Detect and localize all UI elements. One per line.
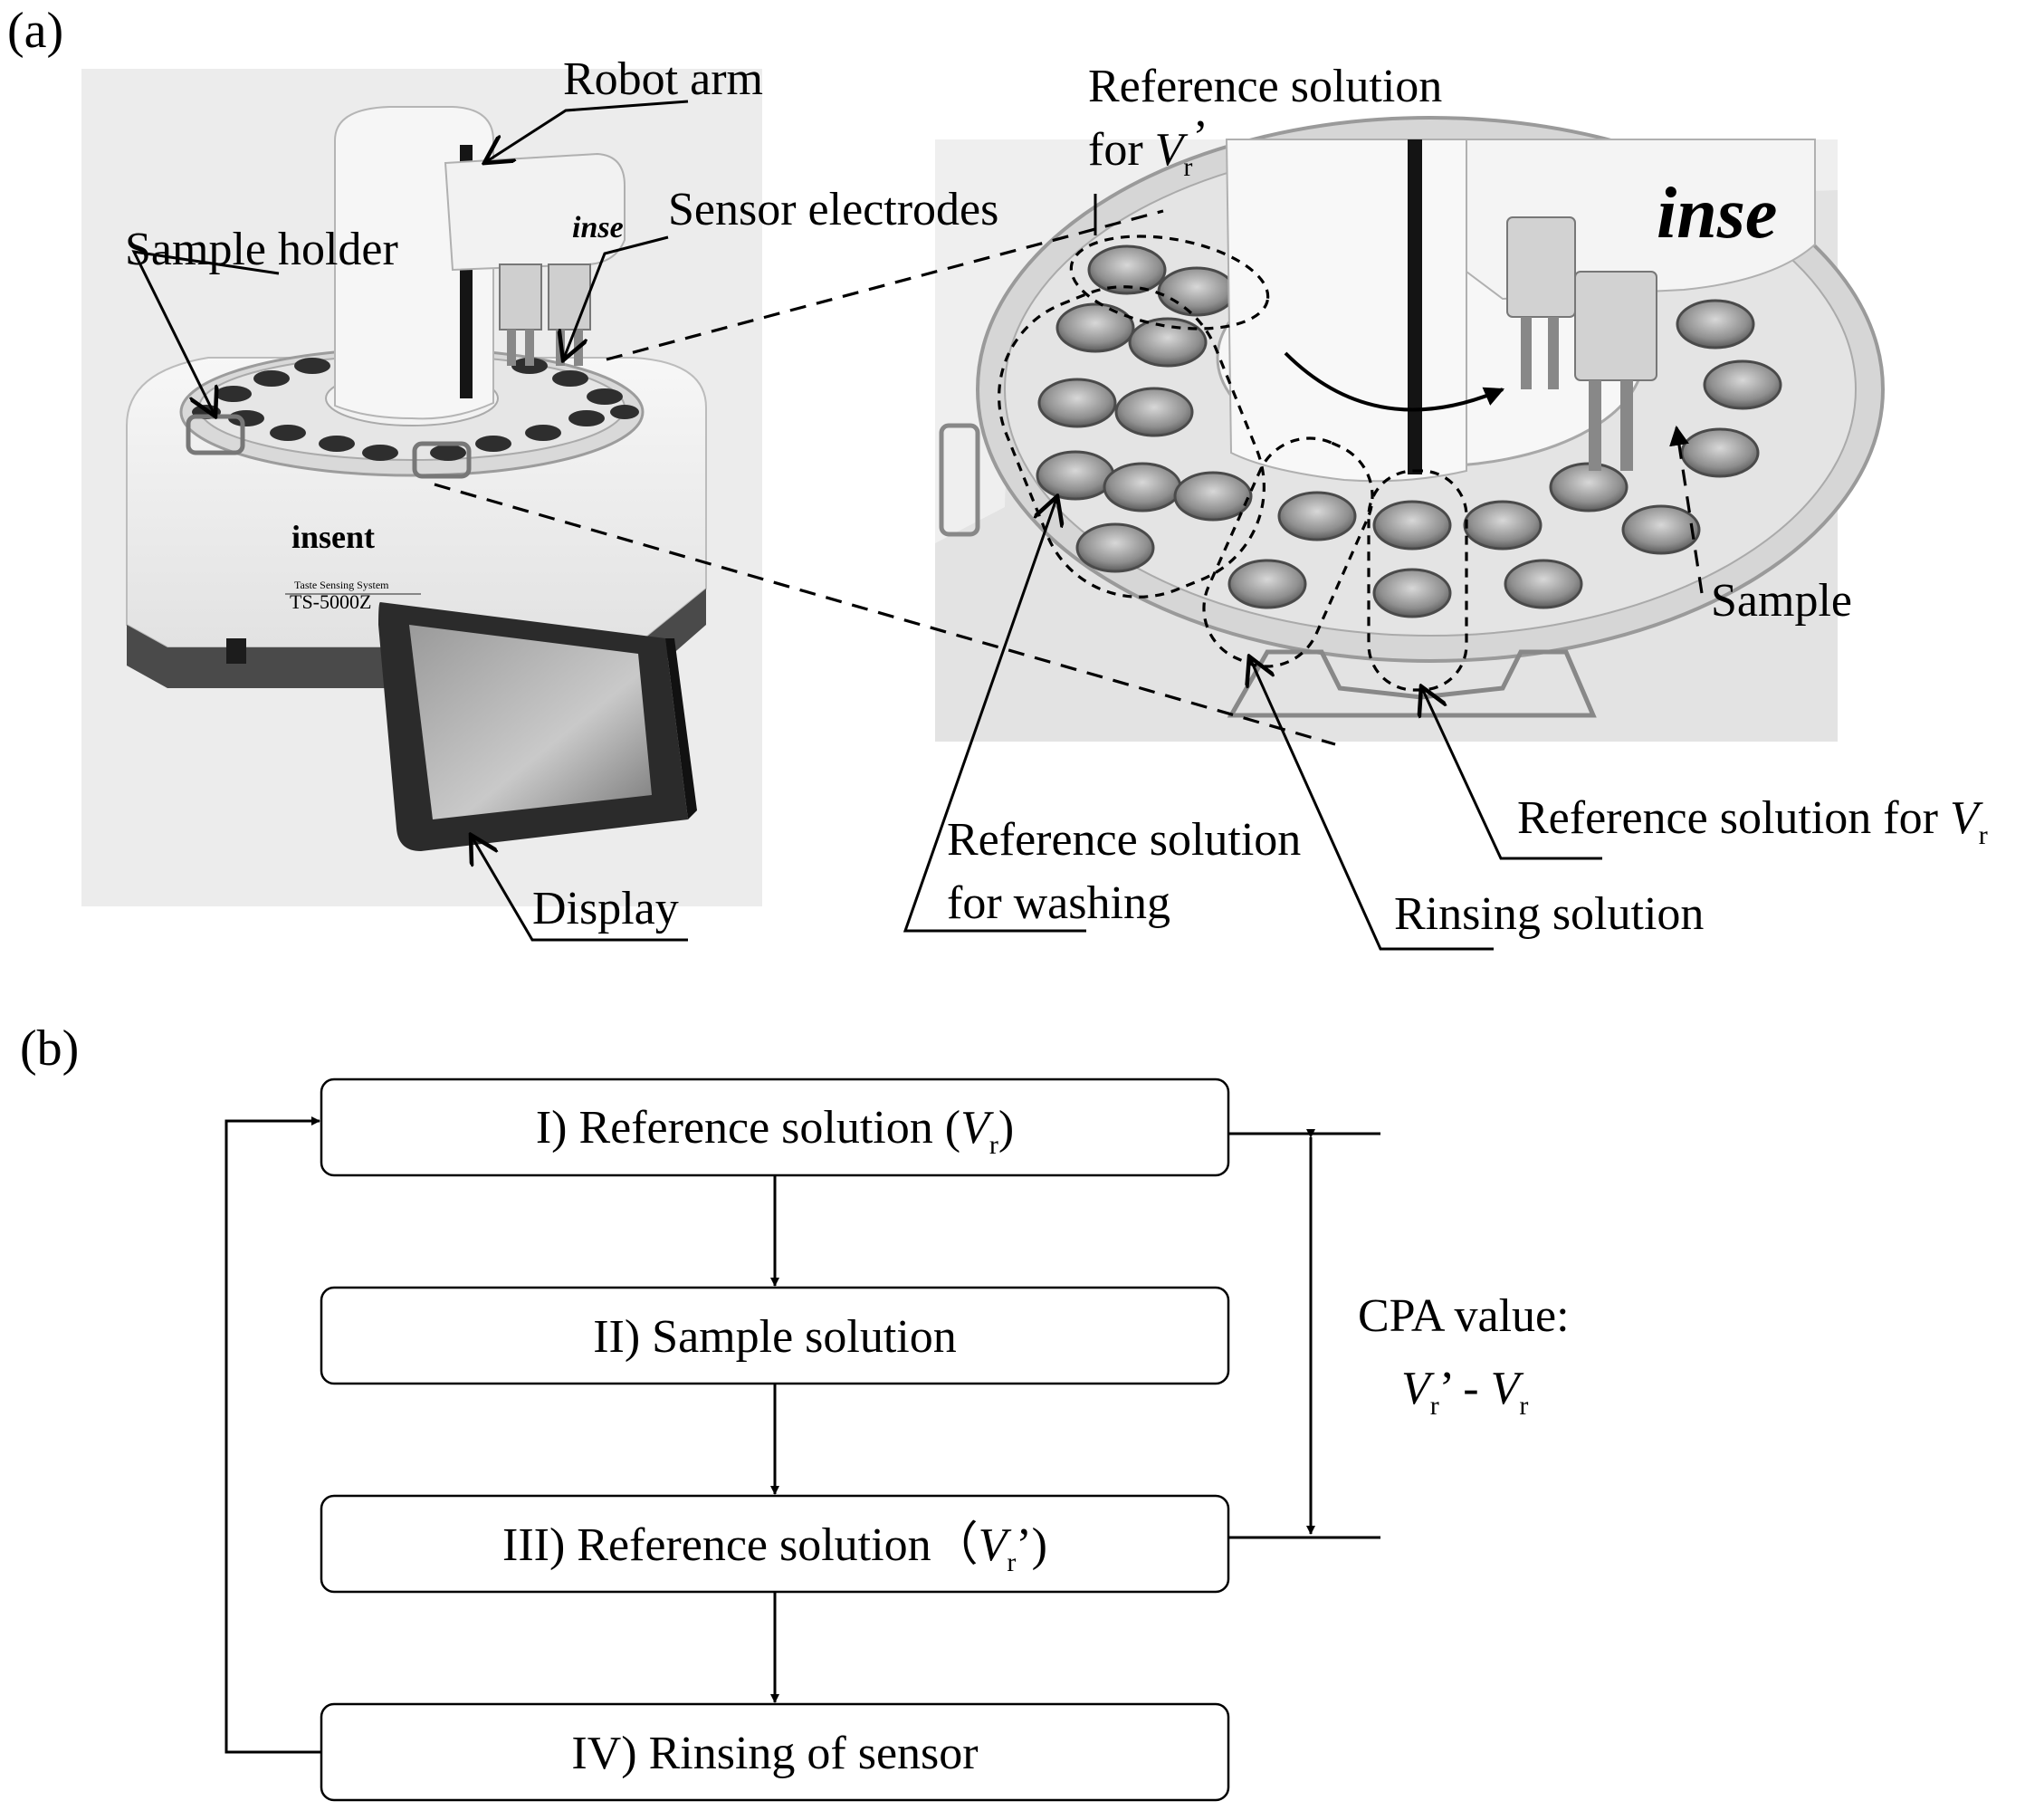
flow-step-1-sub: r <box>989 1130 998 1160</box>
turntable-electrodes <box>1506 216 1657 471</box>
device-body-brand: insent <box>291 519 375 555</box>
device-model-caption: Taste Sensing System <box>294 579 389 591</box>
panel-b-tag: (b) <box>20 1020 79 1077</box>
turntable-photo: inse <box>935 116 1885 742</box>
group-ref-washing <box>998 285 1266 599</box>
flow-step-1: I) Reference solution (Vr) <box>320 1078 1230 1177</box>
callouts <box>131 100 1602 951</box>
flow-step-4-label: IV) Rinsing of sensor <box>571 1728 978 1779</box>
cpa-minus: - <box>1451 1363 1490 1414</box>
panel-a-tag: (a) <box>7 3 63 59</box>
device-arm-brand: inse <box>572 211 624 244</box>
label-display: Display <box>532 883 679 934</box>
group-rinsing <box>1202 436 1374 668</box>
flow-step-1-var: V <box>960 1102 994 1154</box>
svg-text:III) Reference solution（Vr’): III) Reference solution（Vr’) <box>502 1519 1047 1577</box>
flow-step-3: III) Reference solution（Vr’) <box>320 1494 1230 1594</box>
cpa-mark1: ’ <box>1439 1363 1451 1414</box>
cpa-var1: V <box>1401 1363 1435 1414</box>
turntable-arm-brand: inse <box>1657 174 1777 254</box>
svg-text:I) Reference solution (Vr): I) Reference solution (Vr) <box>536 1102 1014 1160</box>
device-photo: inse insent Taste Sensing System TS-5000… <box>81 69 762 906</box>
flow-loop-arrow <box>224 1116 321 1754</box>
label-ref-vr-prime-line2: for Vr’ <box>1088 111 1208 182</box>
label-ref-vr-prime-prefix: for <box>1088 124 1155 176</box>
flow-step-3-prefix: III) Reference solution（ <box>502 1519 979 1571</box>
device-electrodes <box>499 263 591 366</box>
label-ref-vr-prime-sub: r <box>1183 152 1192 182</box>
cpa-var2: V <box>1491 1363 1524 1414</box>
label-ref-vr-prime-var: V <box>1155 124 1189 176</box>
label-robot-arm: Robot arm <box>563 53 763 105</box>
flow-step-1-prefix: I) Reference solution ( <box>536 1102 960 1154</box>
zoom-line-bottom <box>434 483 1336 746</box>
label-ref-washing-line2: for washing <box>947 877 1170 929</box>
label-sensor-electrodes: Sensor electrodes <box>668 184 998 235</box>
sample-arrow <box>1669 425 1704 594</box>
flow-step-3-var: V <box>979 1519 1012 1571</box>
flow-step-2-label: II) Sample solution <box>593 1311 957 1363</box>
rotation-arrow <box>1284 351 1505 412</box>
label-ref-washing-line1: Reference solution <box>947 814 1301 866</box>
cpa-title: CPA value: <box>1358 1290 1570 1342</box>
label-sample: Sample <box>1711 575 1852 627</box>
label-ref-vr-var: V <box>1950 792 1983 844</box>
label-ref-vr-prime-line1: Reference solution <box>1088 61 1442 112</box>
device-display <box>378 602 697 851</box>
svg-text:Vr’ - Vr: Vr’ - Vr <box>1401 1363 1528 1421</box>
label-sample-holder: Sample holder <box>125 224 398 275</box>
flow-step-3-suffix: ’) <box>1016 1519 1047 1571</box>
flow-step-3-sub: r <box>1007 1547 1016 1577</box>
label-ref-vr-prime-mark: ’ <box>1192 111 1208 163</box>
zoom-line-top <box>606 209 1164 361</box>
flow-step-1-suffix: ) <box>998 1102 1014 1154</box>
label-ref-vr: Reference solution for Vr <box>1517 792 1988 850</box>
group-ref-vr-prime <box>1069 235 1270 330</box>
label-rinsing: Rinsing solution <box>1394 888 1704 940</box>
label-ref-vr-prefix: Reference solution for <box>1517 792 1950 844</box>
label-ref-vr-sub: r <box>1979 820 1988 850</box>
flow-step-4: IV) Rinsing of sensor <box>320 1702 1230 1802</box>
flow-step-2: II) Sample solution <box>320 1286 1230 1385</box>
device-sample-cups <box>192 358 639 461</box>
cpa-sub1: r <box>1430 1391 1439 1421</box>
cpa-sub2: r <box>1519 1391 1528 1421</box>
